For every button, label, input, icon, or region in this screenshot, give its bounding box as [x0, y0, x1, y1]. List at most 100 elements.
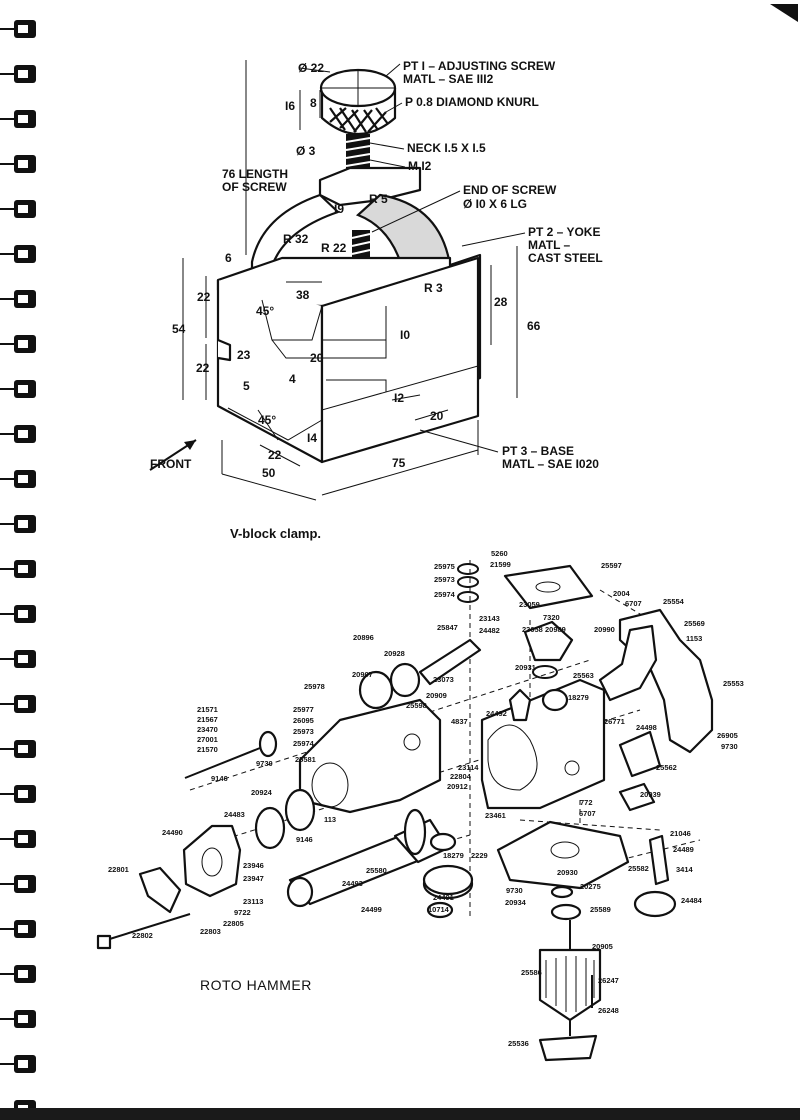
dimension-label: R 32: [283, 232, 309, 246]
binding-hole: [18, 340, 28, 348]
v-block-clamp-drawing: PT I – ADJUSTING SCREW MATL – SAE III2 P…: [149, 59, 603, 541]
callout-label: MATL – SAE I020: [502, 457, 599, 471]
binding-hole: [18, 925, 28, 933]
part-number: 20275: [580, 882, 601, 891]
armature: [538, 920, 602, 1062]
v-block-caption: V-block clamp.: [230, 526, 321, 541]
part-number: 2229: [471, 851, 488, 860]
dimension-label: 22: [268, 448, 282, 462]
part-number: 20934: [505, 898, 527, 907]
callout-label: MATL – SAE III2: [403, 72, 494, 86]
part-number: 20912: [447, 782, 468, 791]
top-cover-plate: [503, 564, 594, 610]
cylinder-housing: [298, 698, 442, 814]
part-number: 27001: [197, 735, 218, 744]
dimension-label: 20: [310, 351, 324, 365]
dimension-label: I0: [400, 328, 410, 342]
part-number: 21571: [197, 705, 218, 714]
part-number: 20989: [545, 625, 566, 634]
dimension-label: 54: [172, 322, 186, 336]
part-number: 25582: [628, 864, 649, 873]
part-number: 25569: [684, 619, 705, 628]
part-number: 23073: [433, 675, 454, 684]
callout-label: M I2: [408, 159, 432, 173]
part-number: 23461: [485, 811, 506, 820]
callout-label: PT I – ADJUSTING SCREW: [403, 59, 556, 73]
dimension-label: Ø 3: [296, 144, 316, 158]
binding-hole: [18, 160, 28, 168]
callout-label: PT 3 – BASE: [502, 444, 574, 458]
dimension-label: 23: [237, 348, 251, 362]
side-rod: [184, 730, 278, 779]
part-number: 25536: [508, 1039, 529, 1048]
part-number: 26905: [717, 731, 738, 740]
part-number: 23058: [522, 625, 543, 634]
part-number: 20905: [592, 942, 613, 951]
part-number: 21570: [197, 745, 218, 754]
part-number: 21567: [197, 715, 218, 724]
dimension-label: 22: [197, 290, 211, 304]
gears: [422, 832, 677, 919]
part-number: 26247: [598, 976, 619, 985]
part-number: 24482: [479, 626, 500, 635]
part-number: 25580: [366, 866, 387, 875]
part-number: 24491: [433, 893, 454, 902]
binding-hole: [18, 430, 28, 438]
callout-label: CAST STEEL: [528, 251, 603, 265]
part-number: 24498: [636, 723, 657, 732]
part-number: 21046: [670, 829, 691, 838]
callout-label: NECK I.5 X I.5: [407, 141, 486, 155]
part-number: 22801: [108, 865, 129, 874]
part-number: 20939: [640, 790, 661, 799]
part-number: 25973: [434, 575, 455, 584]
part-number: 2004: [613, 589, 631, 598]
callout-label: END OF SCREW: [463, 183, 557, 197]
part-number: 24484: [681, 896, 703, 905]
part-number: 25553: [723, 679, 744, 688]
part-number: 7320: [543, 613, 560, 622]
part-number: 20896: [353, 633, 374, 642]
binding-hole: [18, 385, 28, 393]
part-number: 4837: [451, 717, 468, 726]
dimension-label: R 22: [321, 241, 347, 255]
part-number: 23143: [479, 614, 500, 623]
binding-hole: [18, 610, 28, 618]
binding-hole: [18, 970, 28, 978]
dimension-label: 8: [310, 96, 317, 110]
part-number: 25978: [304, 682, 325, 691]
part-number: 24492: [486, 709, 507, 718]
part-number: 1153: [686, 634, 702, 643]
part-number: 9730: [721, 742, 738, 751]
binding-hole: [18, 295, 28, 303]
part-number: 22803: [200, 927, 221, 936]
part-number: 24490: [162, 828, 183, 837]
gear-cover-plate: [496, 820, 630, 921]
part-number: 9146: [296, 835, 313, 844]
crank: [508, 620, 574, 722]
part-number: 9730: [506, 886, 523, 895]
part-number: 20930: [557, 868, 578, 877]
part-number: 25977: [293, 705, 314, 714]
part-number: 24483: [224, 810, 245, 819]
dimension-label: I9: [334, 202, 344, 216]
corner-mark: [770, 4, 798, 22]
part-number: 25554: [663, 597, 685, 606]
dimension-label: I6: [285, 99, 295, 113]
part-number: 6707: [579, 809, 596, 818]
dimension-label: Ø 22: [298, 61, 324, 75]
part-number: 3414: [676, 865, 694, 874]
part-number: 23947: [243, 874, 264, 883]
part-number: 23113: [243, 897, 263, 906]
part-number: 23946: [243, 861, 264, 870]
part-number: 9722: [234, 908, 251, 917]
part-number: 21599: [490, 560, 511, 569]
spindle-sleeve: [286, 808, 450, 908]
binding-hole: [18, 835, 28, 843]
v-block-base: [216, 256, 480, 464]
binding-hole: [18, 475, 28, 483]
part-number: 26771: [604, 717, 625, 726]
